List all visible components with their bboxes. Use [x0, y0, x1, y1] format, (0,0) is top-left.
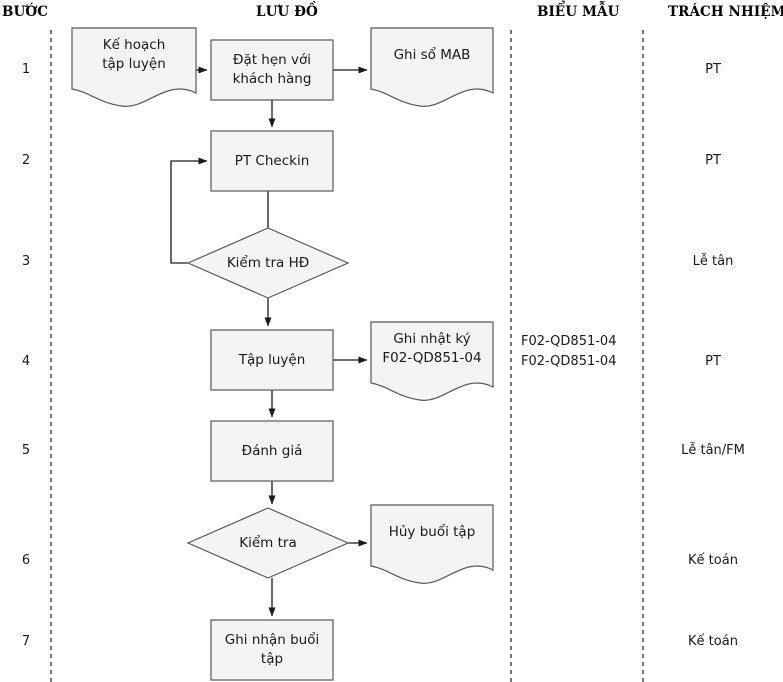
node-kiem-tra-hd[interactable]	[186, 227, 350, 299]
connector-kiem-tra-hd-loop-to-pt-checkin	[170, 157, 208, 264]
node-tap-luyen[interactable]	[210, 329, 334, 391]
column-header-0: BƯỚC	[2, 4, 49, 20]
node-ghi-nhan-buoi-tap[interactable]	[210, 619, 334, 681]
connectors	[170, 66, 368, 617]
node-ke-hoach-tap-luyen[interactable]	[71, 27, 197, 107]
step-number-6: 6	[21, 553, 31, 568]
node-huy-buoi-tap[interactable]	[370, 504, 494, 584]
column-header-2: BIỂU MẪU	[537, 4, 620, 20]
node-pt-checkin[interactable]	[210, 130, 334, 192]
responsibility-cell-1: PT	[705, 62, 721, 77]
responsibility-cell-6: Kế toán	[688, 553, 738, 568]
step-number-3: 3	[21, 254, 31, 269]
node-danh-gia[interactable]	[210, 420, 334, 482]
responsibility-cell-5: Lễ tân/FM	[681, 443, 745, 458]
step-number-1: 1	[21, 62, 31, 77]
flowchart-nodes	[71, 27, 494, 681]
step-number-5: 5	[21, 443, 31, 458]
responsibility-cell-3: Lễ tân	[692, 254, 734, 269]
step-number-4: 4	[21, 354, 31, 369]
column-header-1: LƯU ĐỒ	[256, 4, 318, 20]
node-ghi-nhat-ky[interactable]	[370, 321, 494, 401]
step-number-7: 7	[21, 634, 31, 649]
node-ghi-so-mab[interactable]	[370, 27, 494, 107]
step-number-2: 2	[21, 153, 31, 168]
responsibility-cell-2: PT	[705, 153, 721, 168]
node-dat-hen-voi-khach-hang[interactable]	[210, 39, 334, 101]
node-kiem-tra[interactable]	[186, 507, 350, 579]
responsibility-cell-7: Kế toán	[688, 634, 738, 649]
responsibility-cell-4: PT	[705, 354, 721, 369]
column-header-3: TRÁCH NHIỆM	[668, 4, 783, 20]
